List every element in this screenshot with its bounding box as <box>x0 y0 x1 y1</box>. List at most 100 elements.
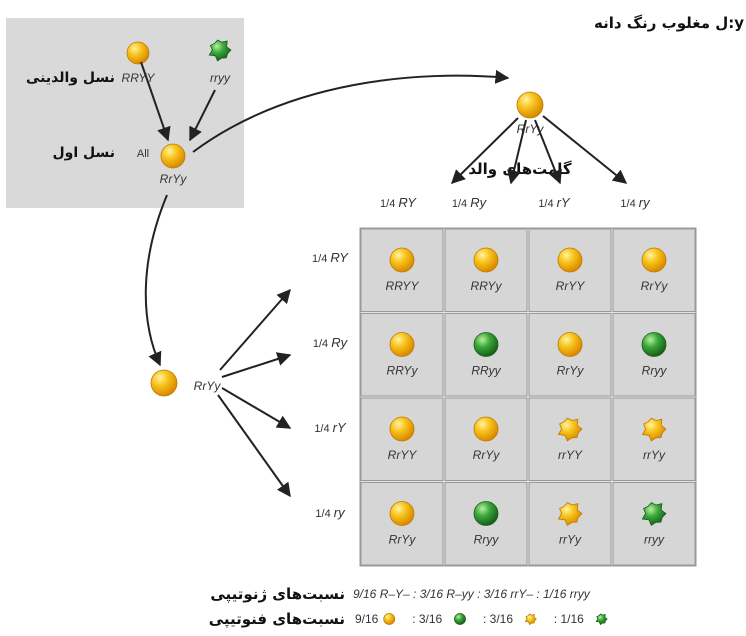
cell-genotype: RrYY <box>388 448 418 462</box>
punnett-cell: rryy <box>612 482 696 566</box>
f1-label: نسل اول <box>52 145 115 161</box>
arrow-parent-right-to-f1 <box>189 89 216 142</box>
left-gamete-3: 1/4 rY <box>314 420 347 435</box>
gamete-parent-seed-icon <box>516 91 544 119</box>
round-yellow-seed-icon <box>641 247 667 273</box>
dominance-note: ل مغلوب رنگ دانه:y <box>594 14 744 32</box>
phenotypic-ratio-value: : 3/16 <box>483 612 513 626</box>
punnett-cell: RrYy <box>528 313 612 397</box>
cell-genotype: RrYy <box>389 533 417 547</box>
arrow-gamete-1 <box>451 117 519 184</box>
punnett-cell: RrYy <box>360 482 444 566</box>
round-yellow-seed-icon <box>389 416 415 442</box>
parents-genotype-left: RRYY <box>122 71 156 85</box>
phenotypic-ratio-value: : 1/16 <box>554 612 584 626</box>
round-green-seed-icon <box>473 501 499 526</box>
punnett-cell: RRyy <box>444 313 528 397</box>
cell-genotype: RRYy <box>471 279 503 293</box>
cell-genotype: RRYY <box>386 279 420 293</box>
parental-panel <box>6 18 244 208</box>
arrow-cross-1 <box>219 288 291 371</box>
round-green-seed-icon <box>473 332 499 357</box>
arrow-f1-to-cross <box>144 194 168 367</box>
genotypic-ratio-label: نسبت‌های ژنوتیپی <box>210 585 345 604</box>
punnett-cell: rrYY <box>528 397 612 481</box>
cell-genotype: RrYy <box>557 364 585 378</box>
wrinkled-green-ratio-icon <box>595 613 608 626</box>
cell-genotype: RrYy <box>473 448 501 462</box>
f1-genotype: RrYy <box>160 172 188 186</box>
parents-label: نسل والدینی <box>26 70 115 86</box>
left-gamete-2: 1/4 Ry <box>313 335 349 350</box>
cell-genotype: Rryy <box>642 364 668 378</box>
arrow-cross-4 <box>217 394 291 498</box>
punnett-cell: rrYy <box>612 397 696 481</box>
parents-genotype-right: rryy <box>210 71 231 85</box>
round-green-seed-icon <box>641 332 667 357</box>
arrow-gamete-4 <box>542 115 628 184</box>
arrow-gamete-3 <box>534 119 562 185</box>
phenotypic-ratio-value: : 3/16 <box>412 612 442 626</box>
left-gamete-1: 1/4 RY <box>312 250 349 265</box>
f1-cross-genotype: RrYy <box>194 379 222 393</box>
round-yellow-seed-icon <box>389 332 415 357</box>
phenotypic-ratio-value: 9/16 <box>355 612 379 626</box>
cell-genotype: rryy <box>644 533 665 547</box>
round-yellow-ratio-icon <box>383 613 396 625</box>
f1-cross-seed-icon <box>150 369 178 397</box>
round-yellow-seed-icon <box>557 332 583 357</box>
round-yellow-seed-icon <box>557 247 583 273</box>
punnett-cell: RrYy <box>444 397 528 481</box>
wrinkled-yellow-seed-icon <box>641 417 667 442</box>
punnett-cell: RrYy <box>612 228 696 312</box>
cell-genotype: RrYY <box>556 279 586 293</box>
punnett-cell: Rryy <box>444 482 528 566</box>
top-gamete-4: 1/4 ry <box>620 195 651 210</box>
f1-seed-icon <box>160 143 186 169</box>
round-yellow-seed-icon <box>389 501 415 526</box>
wrinkled-green-seed-icon <box>641 502 667 527</box>
arrow-gamete-2 <box>507 119 527 185</box>
wrinkled-yellow-seed-icon <box>557 417 583 442</box>
round-yellow-seed-icon <box>473 416 499 442</box>
round-green-ratio-icon <box>454 613 466 625</box>
wrinkled-yellow-seed-icon <box>557 502 583 527</box>
parent-seed-recessive-icon <box>208 39 232 62</box>
cell-genotype: rrYY <box>558 448 583 462</box>
cell-genotype: RrYy <box>641 279 669 293</box>
gametes-label: گامت‌های والد <box>468 160 572 178</box>
punnett-cell: RRYY <box>360 228 444 312</box>
punnett-cell: rrYy <box>528 482 612 566</box>
punnett-cell: RRYy <box>360 313 444 397</box>
wrinkled-yellow-ratio-icon <box>524 613 537 626</box>
punnett-cell: RrYY <box>360 397 444 481</box>
top-gamete-2: 1/4 Ry <box>452 195 488 210</box>
top-gamete-3: 1/4 rY <box>538 195 571 210</box>
arrows <box>140 61 628 498</box>
f1-all-label: All <box>137 148 149 160</box>
left-gamete-4: 1/4 ry <box>315 505 346 520</box>
top-gamete-header: 1/4 RY 1/4 Ry 1/4 rY 1/4 ry <box>380 195 651 210</box>
top-gamete-1: 1/4 RY <box>380 195 417 210</box>
left-gamete-header: 1/4 RY 1/4 Ry 1/4 rY 1/4 ry <box>312 250 349 520</box>
parent-seed-rryy-dominant-icon <box>126 41 150 65</box>
cell-genotype: rrYy <box>643 448 666 462</box>
phenotypic-ratio-label: نسبت‌های فنوتیپی <box>209 610 345 629</box>
phenotypic-ratio-values: 9/16 : 3/16 : 3/16 : 1/16 <box>355 612 608 626</box>
punnett-cell: Rryy <box>612 313 696 397</box>
round-yellow-seed-icon <box>473 247 499 273</box>
cell-genotype: RRYy <box>387 364 419 378</box>
punnett-cell: RrYY <box>528 228 612 312</box>
genotypic-ratio-values: 9/16 R–Y– : 3/16 R–yy : 3/16 rrY– : 1/16… <box>353 587 591 601</box>
cell-genotype: RRyy <box>471 364 501 378</box>
arrow-parent-left-to-f1 <box>140 61 171 142</box>
punnett-cell: RRYy <box>444 228 528 312</box>
arrow-cross-2 <box>221 352 292 378</box>
arrow-cross-3 <box>221 387 292 429</box>
cell-genotype: Rryy <box>474 533 500 547</box>
cell-genotype: rrYy <box>559 533 582 547</box>
round-yellow-seed-icon <box>389 247 415 273</box>
arrow-f1-to-gamete-parent <box>192 69 510 153</box>
